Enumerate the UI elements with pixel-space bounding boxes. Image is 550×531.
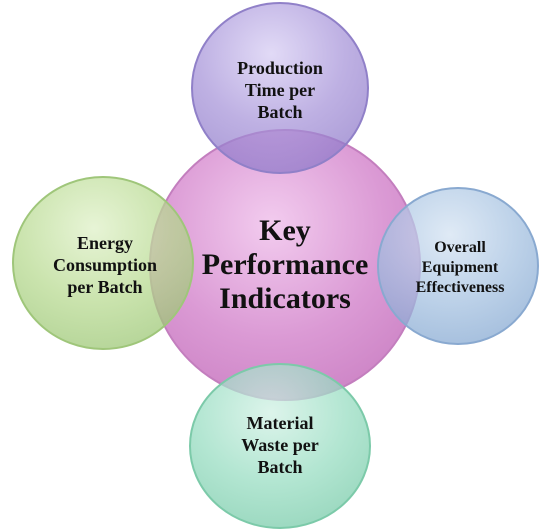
node-left-circle — [12, 176, 194, 350]
node-bottom-label: Material Waste per Batch — [241, 413, 319, 477]
center-label: Key Performance Indicators — [201, 214, 369, 315]
node-bottom-circle — [189, 363, 371, 529]
node-top-label: Production Time per Batch — [237, 58, 323, 122]
node-right-circle — [377, 187, 539, 345]
node-top-circle — [191, 2, 369, 174]
node-right-label: Overall Equipment Effectiveness — [415, 239, 505, 296]
node-left-label: Energy Consumption per Batch — [52, 233, 158, 297]
